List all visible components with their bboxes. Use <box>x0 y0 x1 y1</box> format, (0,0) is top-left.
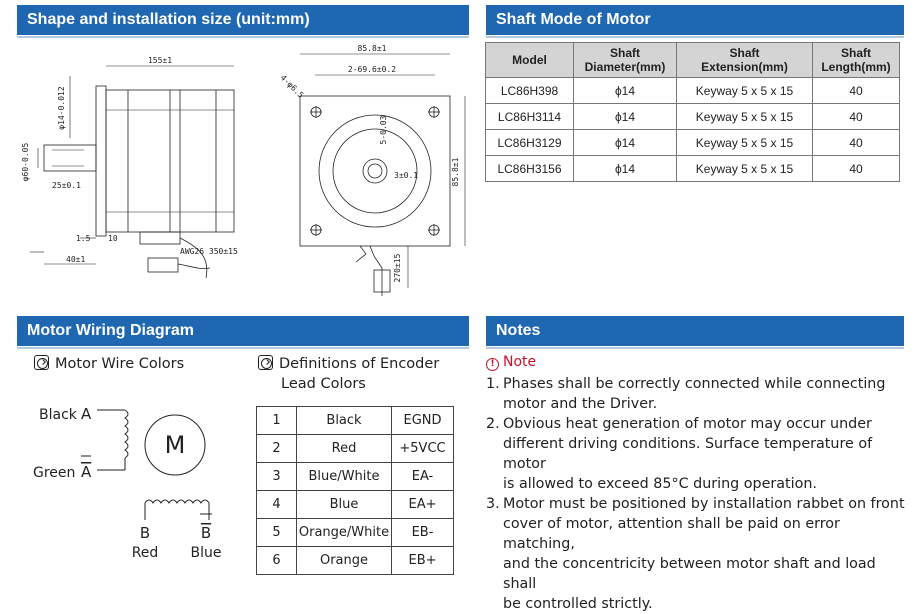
section-header-wiring: Motor Wiring Diagram <box>17 316 469 349</box>
cell-length: 40 <box>812 103 900 130</box>
cell-signal: EA+ <box>391 490 454 519</box>
dim-holes: 4-φ6.5 <box>279 73 306 100</box>
cell-extension: Keyway 5 x 5 x 15 <box>676 77 813 104</box>
cell-diameter: ϕ14 <box>573 103 677 130</box>
cell-model: LC86H3114 <box>485 103 574 130</box>
wire-colors-title: Motor Wire Colors <box>34 354 184 374</box>
cell-extension: Keyway 5 x 5 x 15 <box>676 129 813 156</box>
motor-wiring-diagram: Black A Green A M B B Red Blue <box>33 405 222 561</box>
arrow-circle-icon <box>258 355 273 370</box>
wire-black-label: Black <box>39 407 78 423</box>
dim-shaft-diameter: φ14-0.012 <box>57 86 66 130</box>
section-header-shape: Shape and installation size (unit:mm) <box>17 5 469 38</box>
cell-color: Blue <box>296 490 392 519</box>
cell-length: 40 <box>812 129 900 156</box>
col-model: Model <box>485 42 574 78</box>
dim-85-8-vertical: 85.8±1 <box>451 157 460 186</box>
dim-keyway-width: 3±0.1 <box>394 171 418 180</box>
dim-270: 270±15 <box>393 253 402 282</box>
dim-40: 40±1 <box>66 255 85 264</box>
dim-10: 10 <box>108 234 118 243</box>
cell-pin: 4 <box>256 490 297 519</box>
cell-model: LC86H3156 <box>485 155 574 182</box>
wire-blue-label: Blue <box>191 545 222 561</box>
cell-extension: Keyway 5 x 5 x 15 <box>676 103 813 130</box>
cell-signal: EGND <box>391 406 454 435</box>
cell-model: LC86H398 <box>485 77 574 104</box>
cell-signal: +5VCC <box>391 434 454 463</box>
cell-color: Orange <box>296 546 392 575</box>
dim-key-length: 25±0.1 <box>52 181 81 190</box>
list-item: 3. Motor must be positioned by installat… <box>486 496 905 612</box>
wire-b-label: B <box>140 524 150 542</box>
cell-pin: 3 <box>256 462 297 491</box>
cell-signal: EA- <box>391 462 454 491</box>
section-header-shaft: Shaft Mode of Motor <box>486 5 904 38</box>
motor-symbol: M <box>165 431 186 459</box>
dim-1-5: 1.5 <box>76 234 91 243</box>
notes-list: 1. Phases shall be correctly connected w… <box>486 374 906 614</box>
installation-drawing: 155±1 85.8±1 2-69.6±0.2 4-φ6.5 φ14-0.012… <box>21 44 466 296</box>
cell-pin: 6 <box>256 546 297 575</box>
dim-69-6: 2-69.6±0.2 <box>348 65 396 74</box>
dim-85-8: 85.8±1 <box>358 44 387 53</box>
wire-a-label: A <box>81 405 92 423</box>
alert-icon: ! <box>486 358 499 371</box>
cell-signal: EB- <box>391 518 454 547</box>
dim-pilot: φ60-0.05 <box>21 143 30 182</box>
dim-keyway-depth: 5-0.03 <box>379 115 388 144</box>
cell-color: Red <box>296 434 392 463</box>
cell-length: 40 <box>812 155 900 182</box>
cell-model: LC86H3129 <box>485 129 574 156</box>
cell-color: Black <box>296 406 392 435</box>
cell-pin: 2 <box>256 434 297 463</box>
dim-155: 155±1 <box>148 56 172 65</box>
note-label: !Note <box>486 354 536 371</box>
encoder-title: Definitions of Encoder Lead Colors <box>258 354 439 394</box>
arrow-circle-icon <box>34 355 49 370</box>
wire-a-bar-label: A <box>81 463 92 481</box>
wire-red-label: Red <box>132 545 159 561</box>
cell-pin: 5 <box>256 518 297 547</box>
list-item: 2. Obvious heat generation of motor may … <box>486 416 873 492</box>
wire-b-bar-label: B <box>201 524 211 542</box>
cell-diameter: ϕ14 <box>573 155 677 182</box>
cell-pin: 1 <box>256 406 297 435</box>
dim-awg: AWG26 350±15 <box>180 247 238 256</box>
cell-signal: EB+ <box>391 546 454 575</box>
cell-extension: Keyway 5 x 5 x 15 <box>676 155 813 182</box>
cell-diameter: ϕ14 <box>573 77 677 104</box>
cell-length: 40 <box>812 77 900 104</box>
cell-color: Blue/White <box>296 462 392 491</box>
list-item: 1. Phases shall be correctly connected w… <box>486 376 886 412</box>
cell-color: Orange/White <box>296 518 392 547</box>
cell-diameter: ϕ14 <box>573 129 677 156</box>
wire-green-label: Green <box>33 465 75 481</box>
section-header-notes: Notes <box>486 316 904 349</box>
